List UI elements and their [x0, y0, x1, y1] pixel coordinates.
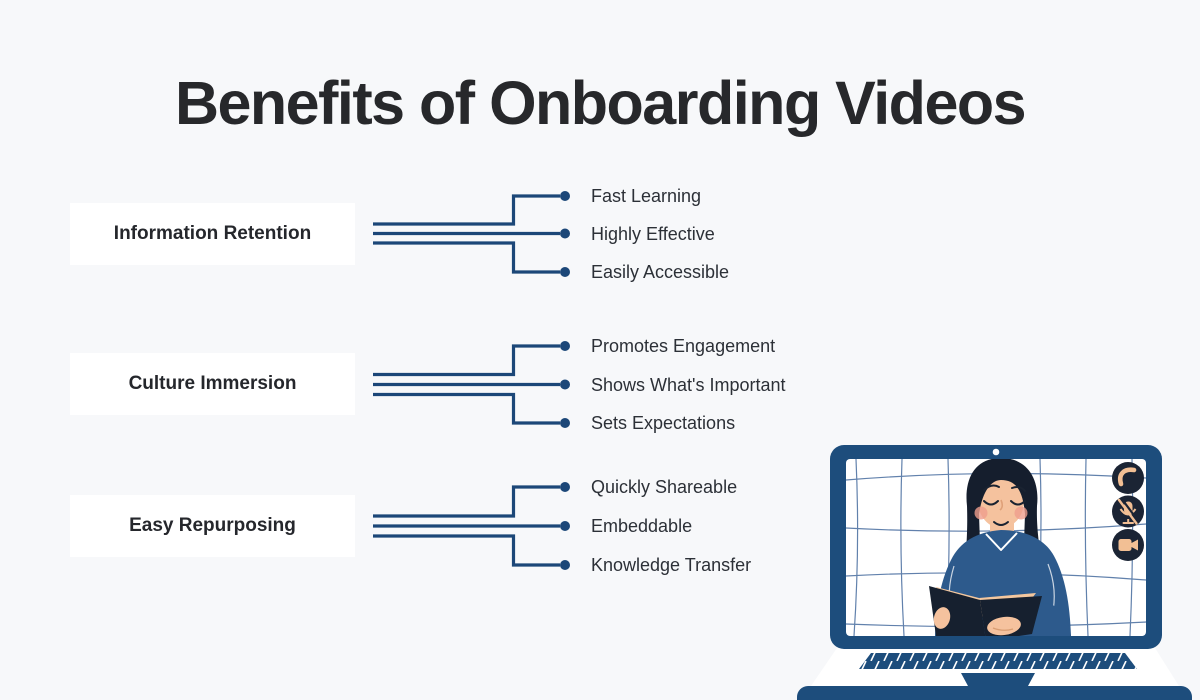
- call-controls: [1112, 462, 1144, 561]
- benefit-label: Shows What's Important: [591, 374, 786, 395]
- laptop-illustration: [797, 445, 1192, 700]
- microphone-muted-icon[interactable]: [1112, 495, 1144, 528]
- category-box-information-retention: Information Retention: [70, 203, 355, 265]
- person-reading: [929, 459, 1071, 636]
- benefit-label: Sets Expectations: [591, 413, 736, 433]
- laptop-keyboard: [859, 653, 1137, 669]
- video-camera-icon[interactable]: [1112, 529, 1144, 561]
- category-label: Easy Repurposing: [129, 515, 296, 536]
- bullet-dot: [560, 379, 570, 390]
- laptop-touchpad: [961, 673, 1035, 686]
- webcam-dot: [992, 448, 1000, 456]
- connector-g2-top: [373, 344, 560, 377]
- bullet-dot: [560, 482, 570, 492]
- bullet-dot: [560, 267, 570, 277]
- benefit-label: Embeddable: [591, 516, 693, 536]
- bullet-dot: [560, 228, 570, 239]
- laptop-bottom-bar: [797, 686, 1192, 700]
- bullet-dot: [560, 191, 570, 201]
- category-label: Information Retention: [113, 223, 312, 244]
- connector-g1-top: [373, 194, 560, 226]
- benefit-label: Promotes Engagement: [591, 336, 776, 356]
- page-title: Benefits of Onboarding Videos: [174, 69, 1027, 137]
- category-label: Culture Immersion: [128, 373, 297, 394]
- bullet-dot: [560, 418, 570, 428]
- phone-icon[interactable]: [1112, 462, 1144, 494]
- benefit-label: Fast Learning: [591, 186, 702, 206]
- connector-g2-bot: [373, 392, 560, 425]
- benefit-label: Knowledge Transfer: [591, 555, 752, 575]
- bullet-dot: [560, 560, 570, 570]
- benefit-label: Easily Accessible: [591, 262, 730, 282]
- connector-g3-bot: [373, 534, 560, 567]
- category-box-culture-immersion: Culture Immersion: [70, 353, 355, 415]
- bullet-dot: [560, 521, 570, 531]
- benefit-label: Highly Effective: [591, 223, 715, 244]
- benefit-label: Quickly Shareable: [591, 477, 738, 497]
- connector-g3-top: [373, 485, 560, 518]
- bullet-dot: [560, 341, 570, 351]
- connector-g1-bot: [373, 241, 560, 274]
- category-box-easy-repurposing: Easy Repurposing: [70, 495, 355, 557]
